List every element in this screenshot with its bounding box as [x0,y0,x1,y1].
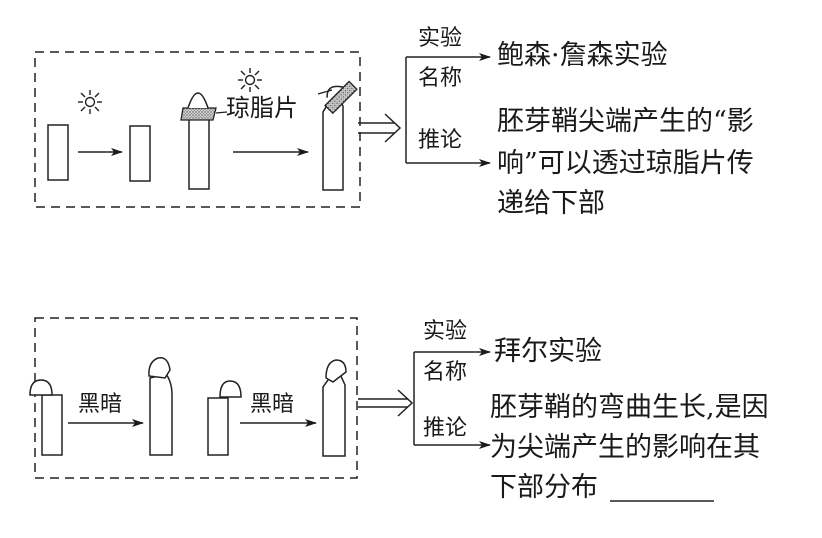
conclusion-line: 为尖端产生的影响在其 [490,432,760,463]
branch-label-name-top: 实验 [418,26,463,51]
conclusion-line: 响”可以透过琼脂片传 [497,148,754,179]
conclusion-line: 胚芽鞘的弯曲生长,是因 [490,392,769,423]
branch-label-name-bottom: 名称 [423,360,468,385]
coleoptile-tip-offset-left [29,379,63,456]
decapitated-coleoptile-result [129,125,151,182]
branch-label-inference: 推论 [423,416,468,441]
conclusion-line: 胚芽鞘尖端产生的“影 [497,106,754,137]
experiment-name: 拜尔实验 [494,336,602,367]
bent-coleoptile-with-agar [322,80,358,191]
bent-coleoptile-right [148,357,173,456]
implies-arrow [358,389,414,417]
agar-label: 琼脂片 [226,94,298,122]
arrow-label-dark: 黑暗 [78,392,123,417]
decapitated-coleoptile [47,124,69,181]
bent-coleoptile-left [322,359,347,457]
conclusion-line: 递给下部 [497,188,605,219]
branch-label-name-bottom: 名称 [418,66,463,91]
conclusion-line: 下部分布 [490,472,598,503]
branch-label-inference: 推论 [418,128,463,153]
sun-icon [78,90,102,114]
implies-arrow [358,113,402,143]
arrow-label-dark: 黑暗 [250,392,295,417]
experiment-name: 鲍森·詹森实验 [497,40,668,71]
coleoptile-with-agar [180,92,217,190]
agar-leader-line [317,89,333,95]
branch-bracket [405,53,491,167]
coleoptile-tip-offset-right [207,380,242,456]
sun-icon [238,68,262,92]
branch-label-name-top: 实验 [423,319,468,344]
branch-bracket [413,348,491,449]
agar-leader-line [215,111,228,114]
